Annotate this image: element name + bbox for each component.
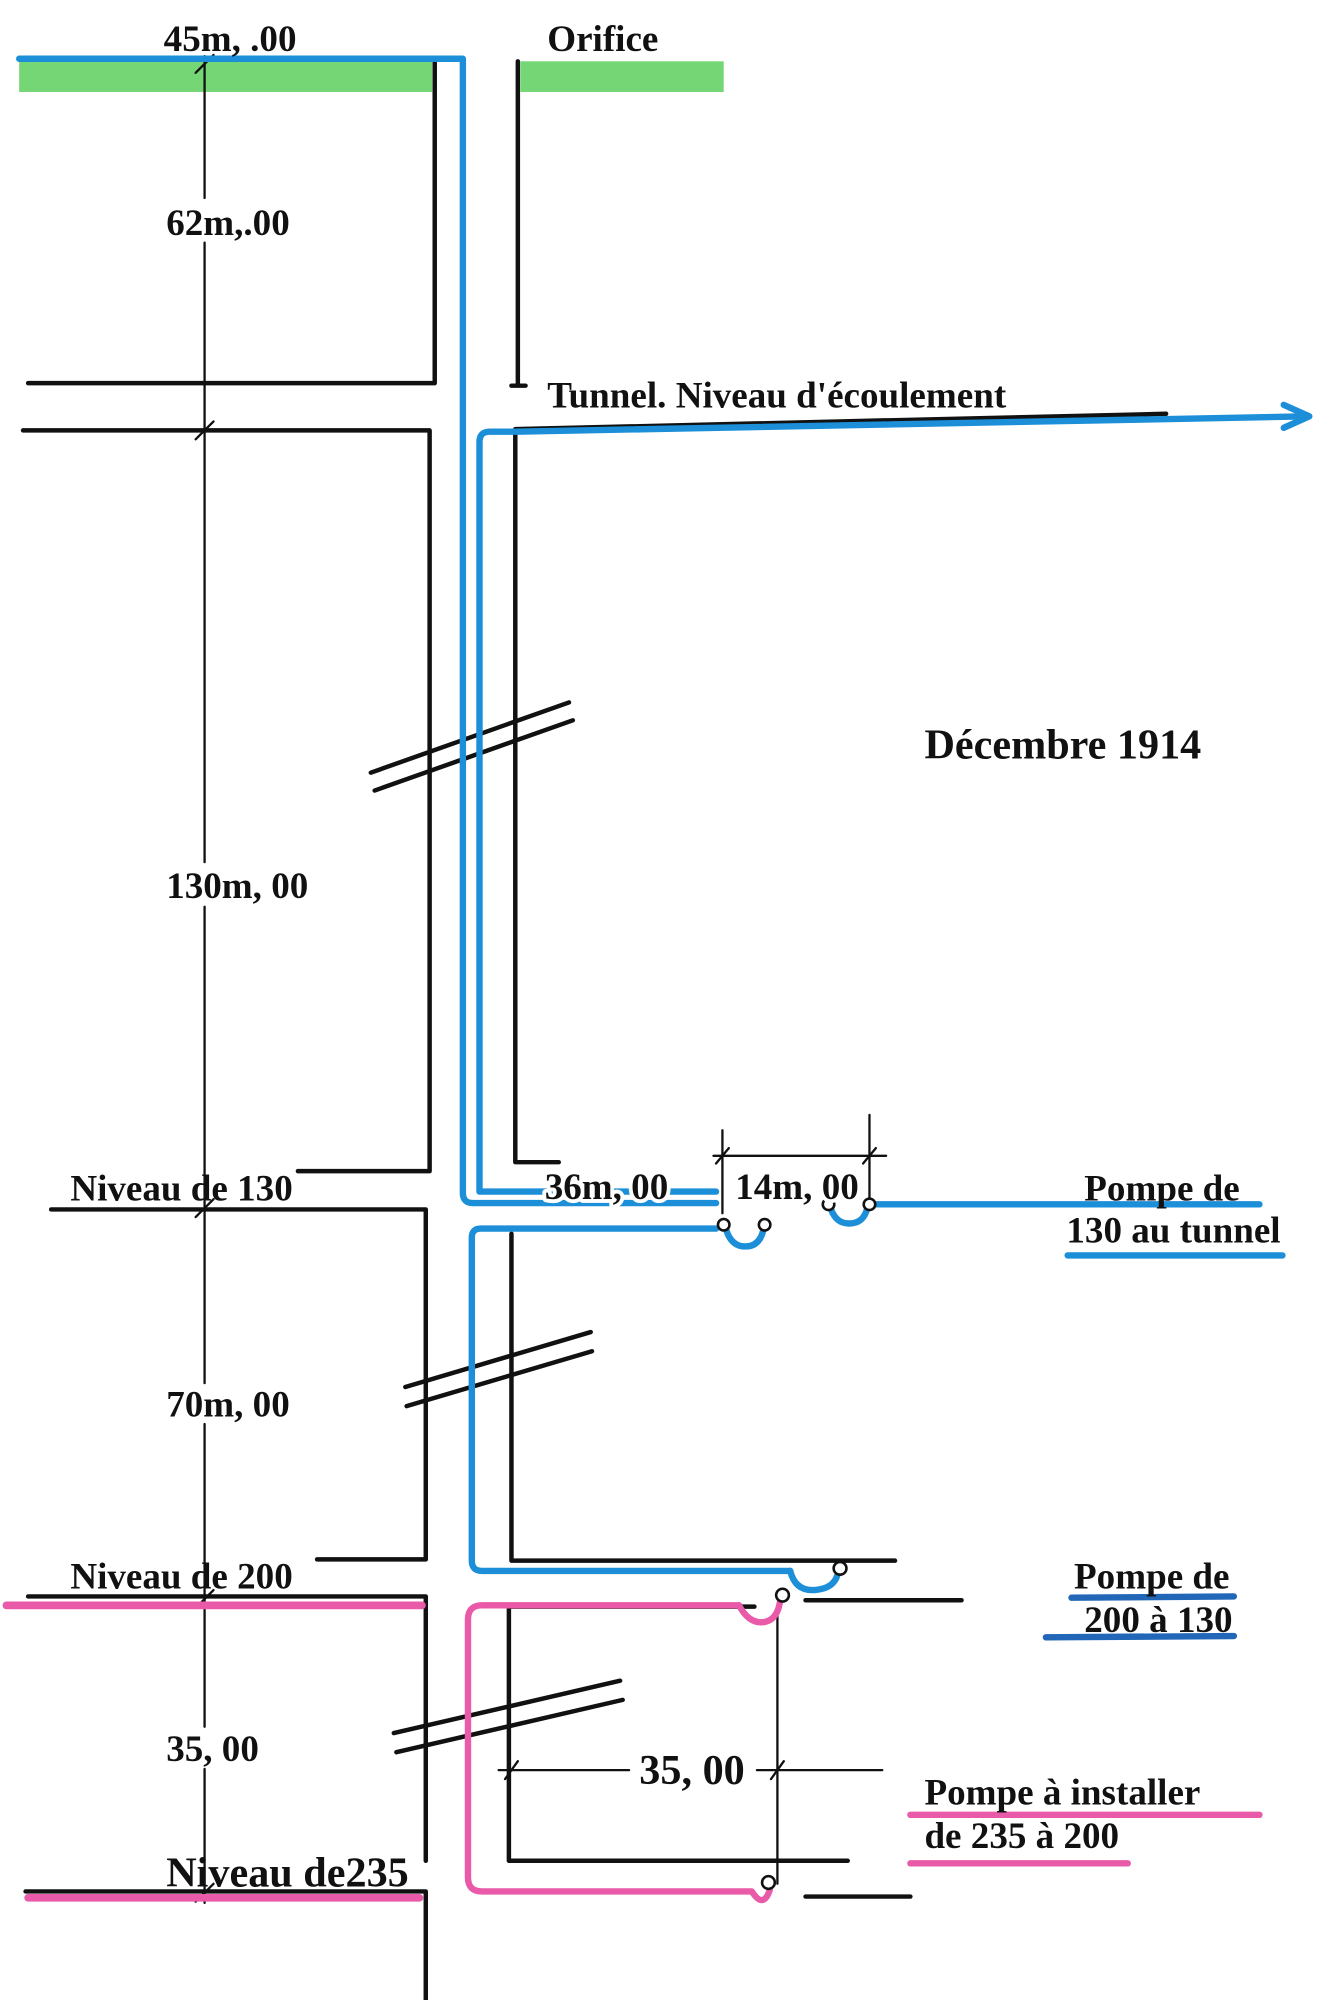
pump-valves [716, 1197, 877, 1891]
dimension-36-label: 36m, 00 [545, 1167, 669, 1208]
valve-icon [821, 1197, 836, 1212]
tunnel-arrow-head [1280, 401, 1313, 432]
wall-left-below-235 [23, 1889, 429, 2000]
valve-icon [774, 1587, 791, 1603]
level-235-label: Niveau de235 [166, 1849, 409, 1896]
ground-left [19, 61, 433, 92]
wall-right-130-to-200 [509, 1231, 898, 1563]
dimension-35-gallery-label: 35, 00 [639, 1747, 744, 1794]
labels: 45m, .00 Orifice 62m,.00 Tunnel. Niveau … [70, 19, 1280, 1896]
valve-icon [757, 1217, 772, 1232]
dimension-70-label: 70m, 00 [166, 1384, 290, 1425]
pink-pipes [2, 1598, 1263, 1904]
orifice-label: Orifice [547, 19, 658, 60]
wall-left-130-to-200 [48, 1207, 429, 1562]
pump-200-pink-loop [735, 1598, 784, 1626]
pump-offset-dimension [712, 1113, 888, 1215]
label-underline-pompe-200 [1068, 1593, 1238, 1601]
pump-130-loop-right [827, 1206, 871, 1227]
dimension-tick [769, 1760, 785, 1781]
pipe-200-to-130 [468, 1225, 794, 1575]
pump-200-label-line1: Pompe de [1074, 1557, 1229, 1598]
gallery-235-dimension [497, 1605, 884, 1885]
valve-icon [716, 1217, 731, 1232]
valve-icon [760, 1874, 777, 1891]
pump-130-label-line2: 130 au tunnel [1066, 1211, 1280, 1252]
wall-left-200-to-235 [25, 1594, 429, 1864]
level-200-label: Niveau de 200 [70, 1557, 292, 1598]
break-mark-line [368, 700, 572, 775]
surface-ground [19, 61, 724, 92]
break-mark-line [391, 1678, 623, 1736]
dimension-130-label: 130m, 00 [166, 866, 308, 907]
ground-right [520, 61, 724, 92]
pump-200-label-line2: 200 à 130 [1084, 1600, 1232, 1641]
break-mark-line [394, 1697, 625, 1755]
dimension-tick [503, 1760, 519, 1781]
shaft-walls [20, 59, 1169, 2000]
break-mark-line [403, 1329, 593, 1390]
pipe-235-to-200 [464, 1602, 773, 1904]
wall-left-surface [25, 59, 437, 386]
pump-200-loop [786, 1567, 841, 1594]
tunnel-label: Tunnel. Niveau d'écoulement [547, 375, 1007, 416]
break-mark-line [404, 1348, 595, 1409]
pump-130-loop-left [723, 1226, 767, 1250]
discharge-pipe-tunnel [476, 413, 1310, 1195]
dimension-62-label: 62m,.00 [166, 203, 290, 244]
depth-dimension-axis [194, 53, 215, 1905]
pump-235-label-line2: de 235 à 200 [924, 1816, 1119, 1857]
level-130-label: Niveau de 130 [70, 1169, 292, 1210]
dimension-tick [714, 1146, 730, 1165]
break-marks [368, 700, 625, 1755]
wall-right-200-to-235 [506, 1604, 850, 1864]
dimension-tick [861, 1146, 878, 1165]
wall-left-tunnel-to-130 [20, 428, 432, 1174]
break-mark-line [372, 718, 576, 793]
discharge-pipe-outer [15, 55, 720, 1207]
surface-depth-label: 45m, .00 [164, 19, 297, 60]
dimension-35-left-label: 35, 00 [166, 1729, 259, 1770]
valve-icon [862, 1197, 877, 1212]
wall-right-tunnel-to-130 [513, 411, 1169, 1165]
dimension-14-label: 14m, 00 [735, 1167, 859, 1208]
valve-icon [832, 1560, 848, 1576]
pump-235-label-line1: Pompe à installer [924, 1773, 1200, 1814]
pump-130-label-line1: Pompe de [1084, 1169, 1239, 1210]
blue-pipes [15, 55, 1313, 1641]
diagram-date: Décembre 1914 [924, 722, 1201, 769]
label-underline-200-130 [1042, 1632, 1238, 1641]
